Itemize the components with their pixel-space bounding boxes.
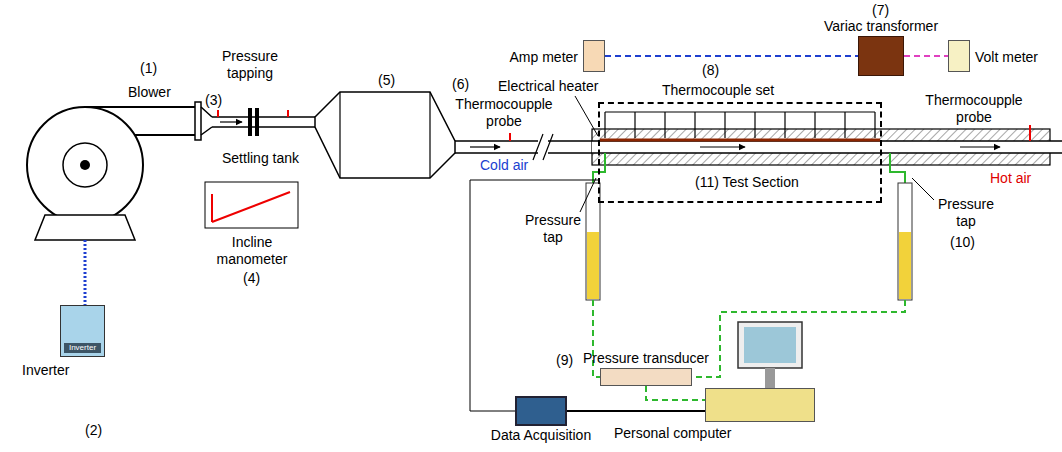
computer-box: Personal computer <box>705 388 815 422</box>
pipe-break-gap <box>538 138 548 156</box>
wrapped-label: Pressure tapping <box>212 48 288 82</box>
node-heading: Pressure transducer <box>583 350 709 366</box>
thermocouple-set <box>605 112 875 138</box>
test-pipe <box>592 141 1062 153</box>
thermocouple-lead <box>874 112 875 138</box>
label: Cold air <box>480 157 528 174</box>
variac-box: Variac transformer <box>858 36 904 76</box>
flow-arrow <box>700 146 745 147</box>
manometer-liquid <box>899 232 911 299</box>
manometer-tube <box>212 192 290 222</box>
thermocouple-bus <box>605 111 875 112</box>
incline-manometer <box>205 182 298 228</box>
reducer <box>201 107 212 135</box>
label: (1) <box>140 60 157 77</box>
signal-wire <box>605 55 858 57</box>
flow-arrow <box>960 146 1000 147</box>
inverter-box: Inverter <box>60 305 105 357</box>
wrapped-label: Pressure tap <box>935 196 997 230</box>
inverter-cable <box>84 240 87 305</box>
thermocouple-lead <box>754 112 755 138</box>
thermocouple-lead <box>814 112 815 138</box>
thermocouple-probe <box>509 133 511 141</box>
node-text: (11) Test Section <box>695 174 799 190</box>
transducer-box: Pressure transducer <box>600 368 692 386</box>
thermocouple-lead <box>634 112 635 138</box>
blower-flange <box>195 102 201 140</box>
label: (2) <box>85 422 102 439</box>
label: (8) <box>702 62 719 79</box>
electrical-heater <box>600 139 880 142</box>
node-heading: Variac transformer <box>824 18 938 34</box>
monitor <box>738 322 802 368</box>
daq-box: Data Acquisition <box>515 396 567 426</box>
pipe-break-mark <box>533 134 553 160</box>
label: (3) <box>205 92 222 109</box>
thermocouple-lead <box>694 112 695 138</box>
blower-housing <box>27 107 143 223</box>
manometer-liquid <box>587 232 599 299</box>
wrapped-label: Incline manometer <box>210 234 294 268</box>
settling-tank <box>315 92 455 178</box>
signal-wire <box>646 386 705 400</box>
label: (7) <box>872 2 889 19</box>
thermocouple-lead <box>844 112 845 138</box>
pressure-tapping-mark <box>218 110 288 117</box>
thermocouple-lead <box>784 112 785 138</box>
leader-line <box>575 96 934 212</box>
monitor-stand <box>765 368 775 388</box>
flow-arrow <box>470 146 500 147</box>
label: (10) <box>950 234 975 251</box>
flow-arrow <box>220 121 242 122</box>
signal-wire <box>904 55 948 57</box>
thermocouple-lead <box>664 112 665 138</box>
node-heading: Personal computer <box>614 425 732 441</box>
blower-hub <box>80 160 90 170</box>
label: Electrical heater <box>498 78 598 95</box>
test-section-frame: (11) Test Section <box>598 102 882 203</box>
meter-box: Volt meter <box>948 40 970 72</box>
node-heading: Amp meter <box>510 49 578 65</box>
monitor-screen <box>744 327 796 363</box>
label: (6) <box>452 76 469 93</box>
orifice-flange <box>248 108 252 136</box>
label: Blower <box>128 84 171 101</box>
label: Thermocouple set <box>662 82 774 99</box>
thermocouple-wire <box>470 180 598 411</box>
label: (5) <box>378 72 395 89</box>
blower-stand <box>35 215 135 240</box>
thermocouple-probe <box>1029 125 1031 141</box>
label: Settling tank <box>222 150 299 167</box>
node-heading: Volt meter <box>975 49 1038 65</box>
wrapped-label: Pressure tap <box>522 212 584 246</box>
label: Inverter <box>22 362 69 379</box>
label: (9) <box>556 352 573 369</box>
test-pipe-bore <box>592 141 1062 153</box>
downstream-pipe <box>455 141 592 153</box>
orifice-flange <box>255 108 259 136</box>
manometer-tube <box>898 183 912 300</box>
wrapped-label: Thermocoupple probe <box>450 96 558 130</box>
signal-wire <box>567 410 705 412</box>
label: Hot air <box>990 170 1031 187</box>
blower-impeller <box>63 143 107 187</box>
node-text: Inverter <box>64 343 101 353</box>
tank-seam <box>340 92 430 178</box>
node-heading: Data Acquisition <box>491 427 591 443</box>
thermocouple-lead <box>604 112 605 138</box>
upstream-pipe <box>212 117 315 127</box>
meter-box: Amp meter <box>583 40 605 72</box>
thermocouple-lead <box>724 112 725 138</box>
wrapped-label: Thermocoupple probe <box>920 92 1028 126</box>
label: (4) <box>243 270 260 287</box>
